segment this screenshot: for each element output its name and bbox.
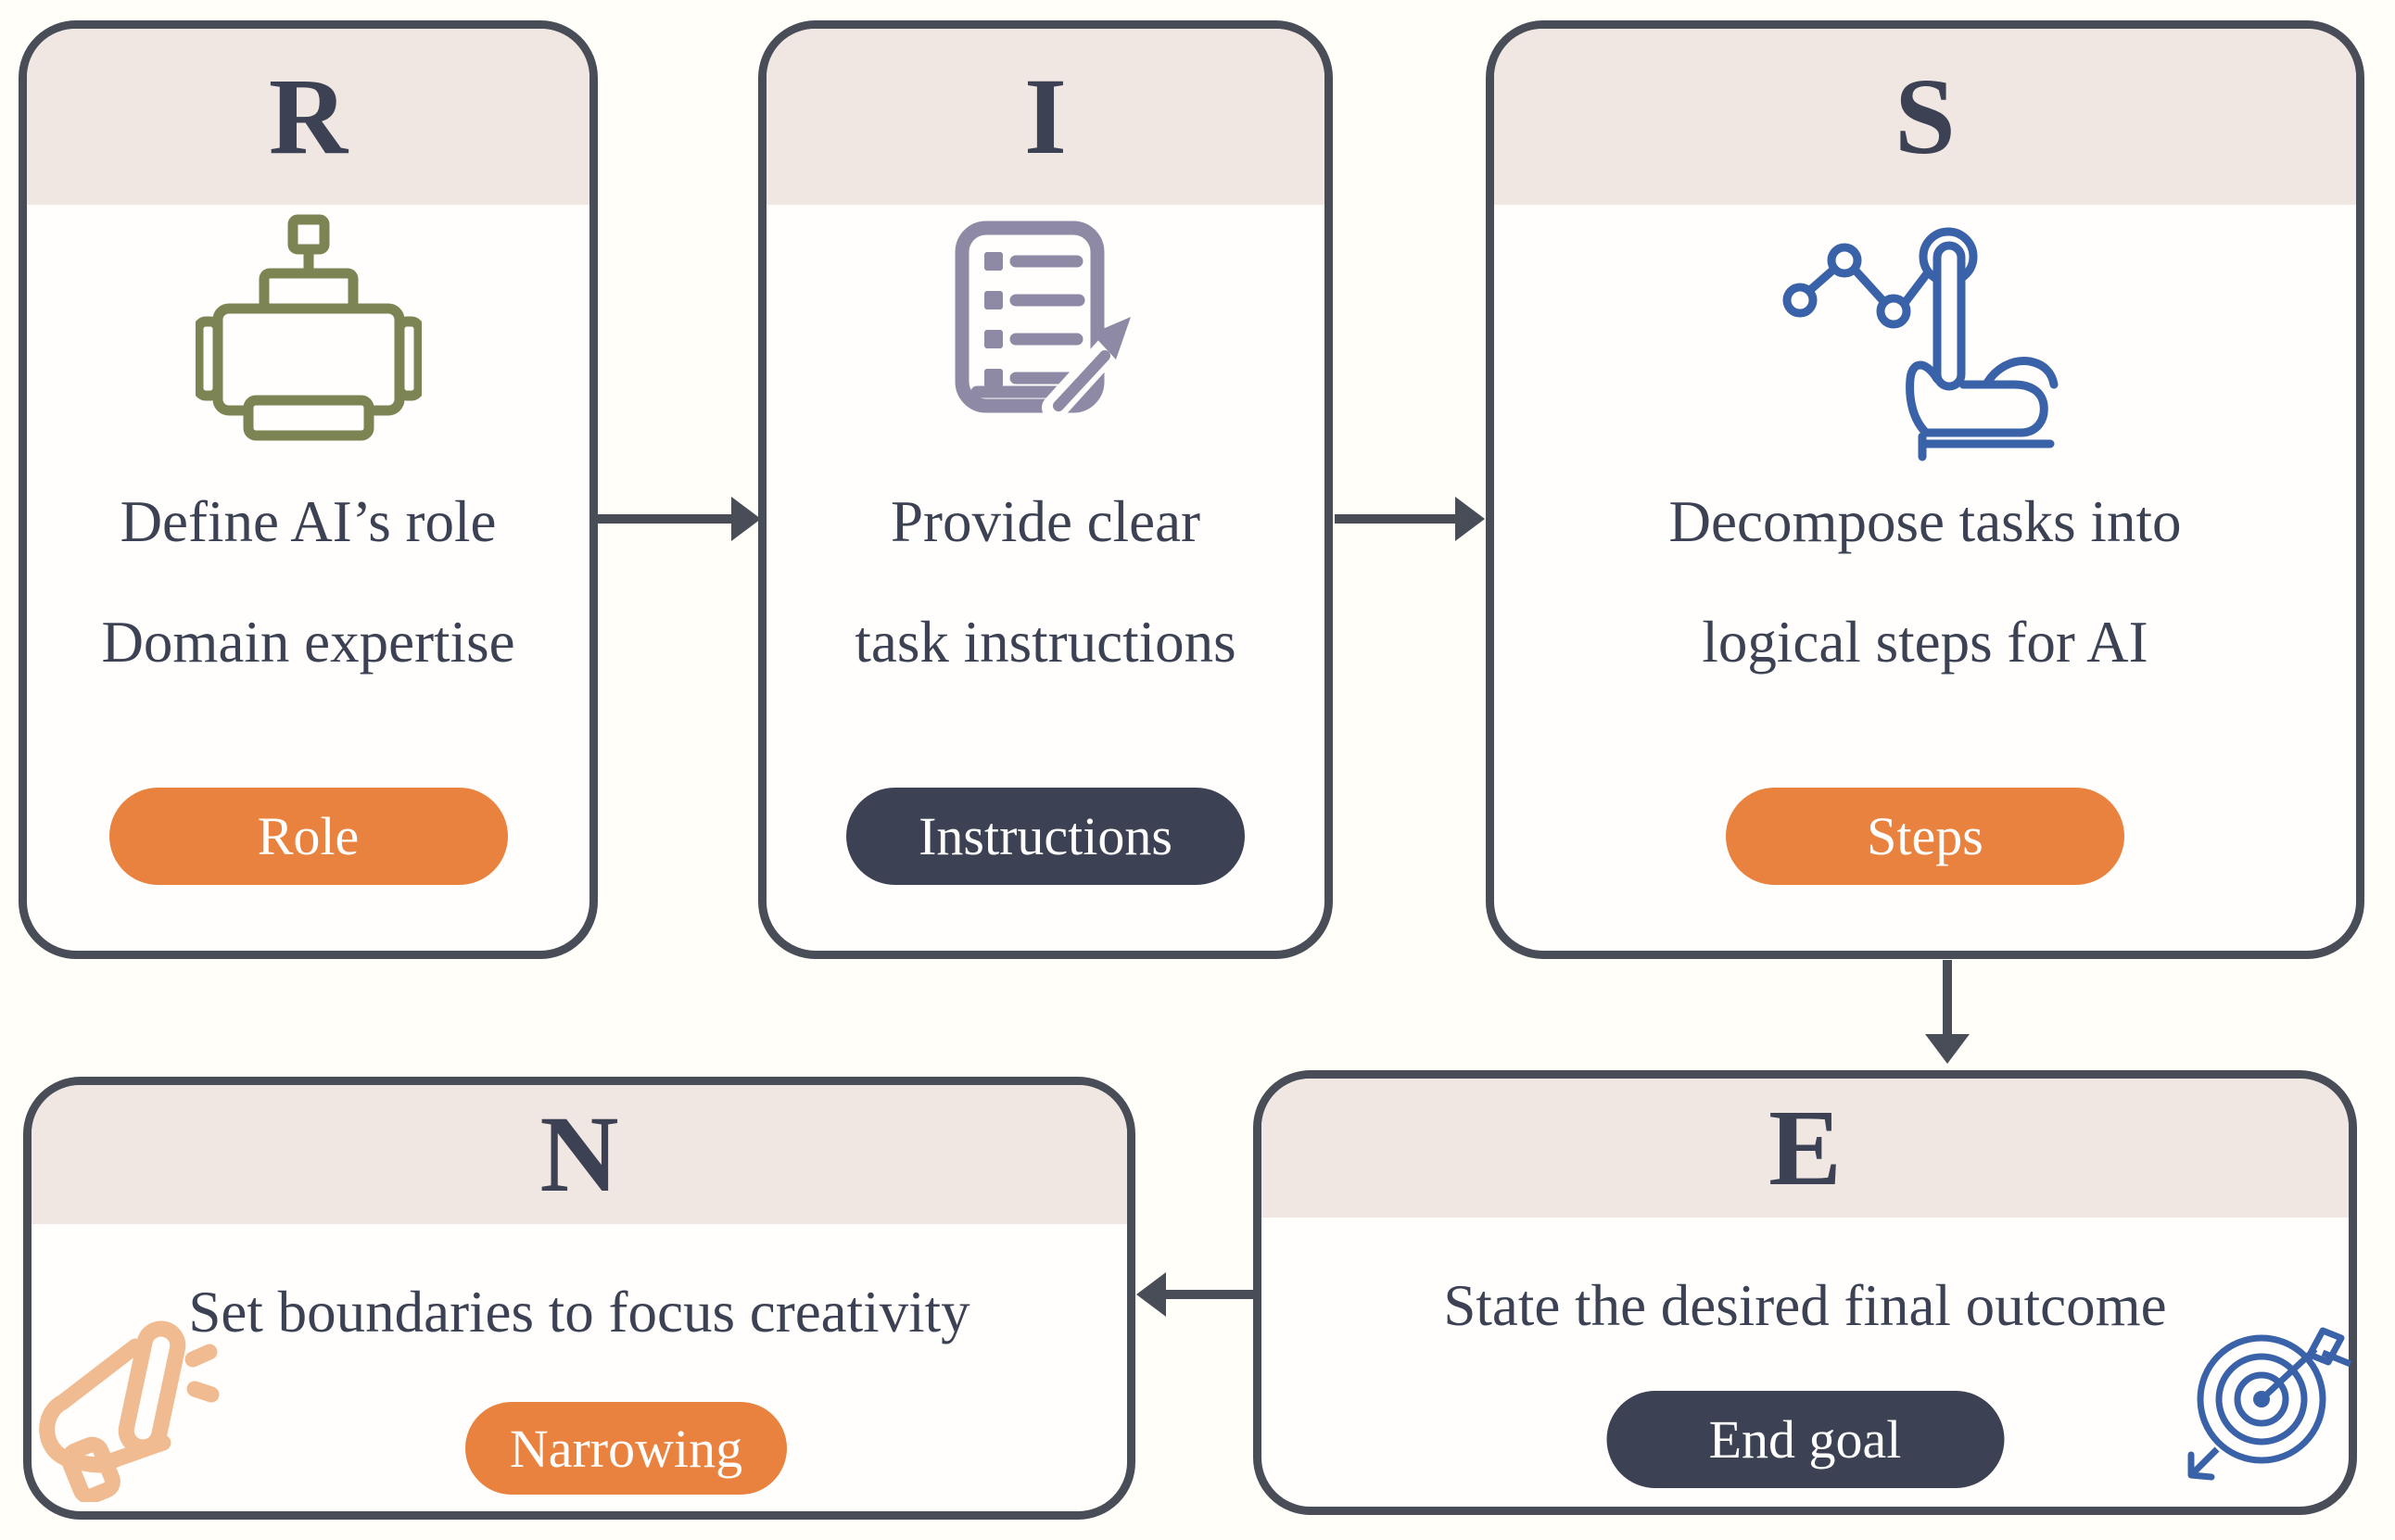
card-end-goal-letter: E: [1768, 1087, 1842, 1208]
robot-icon: [195, 214, 422, 446]
card-instructions-text: Provide clear task instructions: [767, 461, 1324, 702]
card-narrowing-header: N: [32, 1085, 1127, 1224]
card-narrowing-text: Set boundaries to focus creativity: [32, 1275, 1127, 1349]
card-role: R Define AI’s role Domain expertise Role: [19, 20, 598, 959]
steps-badge: Steps: [1726, 788, 2124, 885]
end-goal-badge: End goal: [1606, 1391, 2004, 1488]
card-instructions-line2: task instructions: [855, 610, 1236, 675]
card-instructions: I Provi: [758, 20, 1333, 959]
card-instructions-header: I: [767, 29, 1324, 205]
arrow-s-to-e: [1943, 960, 1952, 1038]
card-steps-line1: Decompose tasks into: [1668, 489, 2182, 554]
role-badge: Role: [108, 788, 508, 885]
card-narrowing-line1: Set boundaries to focus creativity: [188, 1280, 970, 1344]
arrow-r-to-i-head: [731, 497, 761, 541]
card-steps-letter: S: [1894, 56, 1956, 177]
card-end-goal-header: E: [1261, 1079, 2349, 1218]
card-role-line2: Domain expertise: [101, 610, 515, 675]
card-role-header: R: [27, 29, 589, 205]
card-steps-header: S: [1494, 29, 2356, 205]
card-narrowing-letter: N: [539, 1093, 619, 1215]
arrow-e-to-n: [1160, 1290, 1253, 1299]
narrowing-badge: Narrowing: [465, 1402, 787, 1495]
arrow-s-to-e-head: [1925, 1034, 1970, 1064]
card-role-text: Define AI’s role Domain expertise: [27, 461, 589, 702]
card-steps-line2: logical steps for AI: [1702, 610, 2148, 675]
card-end-goal: E State the desired final outcome End go…: [1253, 1070, 2357, 1515]
card-steps: S Decompose tasks into logical steps for…: [1486, 20, 2364, 959]
card-end-goal-text: State the desired final outcome: [1261, 1269, 2349, 1343]
hand-tap-chart-icon: [1772, 221, 2078, 468]
card-steps-text: Decompose tasks into logical steps for A…: [1494, 461, 2356, 702]
card-role-line1: Define AI’s role: [120, 489, 497, 554]
megaphone-icon: [26, 1319, 222, 1502]
arrow-e-to-n-head: [1136, 1272, 1166, 1317]
card-instructions-line1: Provide clear: [890, 489, 1201, 554]
instructions-badge: Instructions: [846, 788, 1245, 885]
arrow-i-to-s-head: [1455, 497, 1485, 541]
card-instructions-letter: I: [1024, 56, 1067, 177]
target-arrow-icon: [2169, 1306, 2358, 1488]
arrow-r-to-i: [598, 514, 737, 524]
card-narrowing: N Set boundaries to focus creativity Nar…: [23, 1077, 1135, 1520]
card-end-goal-line1: State the desired final outcome: [1443, 1273, 2167, 1338]
document-checklist-icon: [951, 219, 1140, 430]
card-role-letter: R: [268, 56, 348, 177]
arrow-i-to-s: [1335, 514, 1461, 524]
